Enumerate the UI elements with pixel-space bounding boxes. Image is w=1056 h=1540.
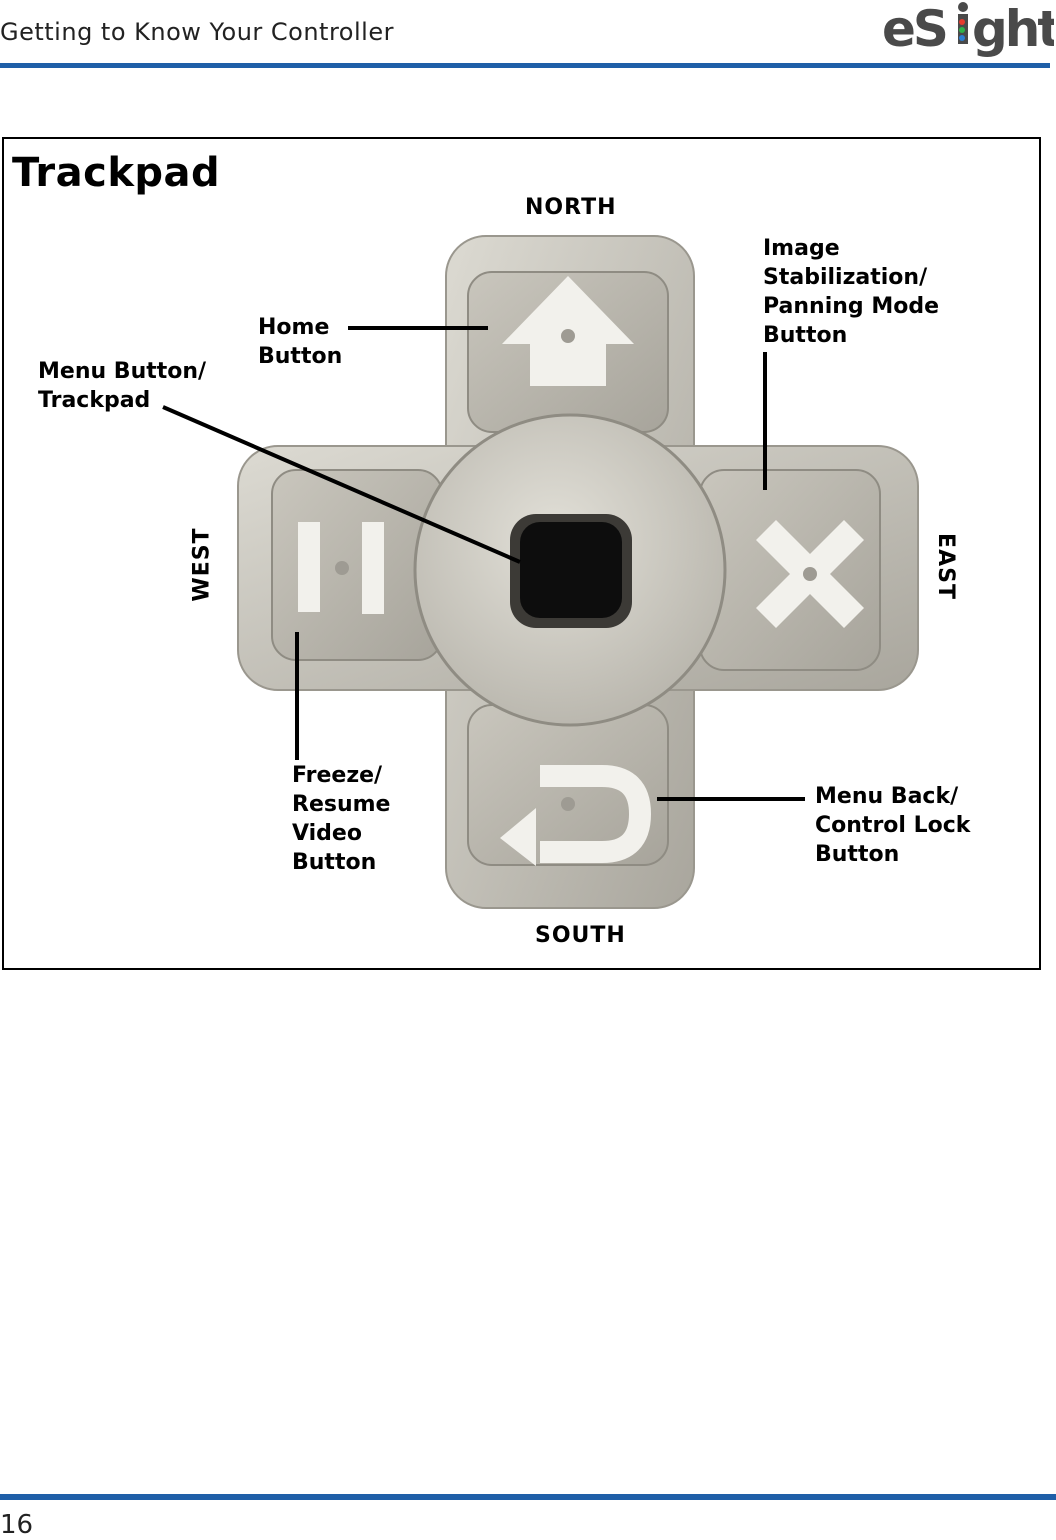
return-arrow-icon xyxy=(540,765,652,863)
stabilization-button-callout: Image Stabilization/ Panning Mode Button xyxy=(763,236,939,348)
running-header: Getting to Know Your Controller xyxy=(0,18,394,46)
svg-text:eS: eS xyxy=(882,0,946,58)
north-label: NORTH xyxy=(525,195,617,220)
return-arrowhead xyxy=(500,808,536,866)
pause-icon xyxy=(298,522,384,614)
home-arrow-icon xyxy=(502,276,634,386)
esight-logo: eS ght xyxy=(882,0,1054,58)
footer-rule xyxy=(0,1494,1056,1500)
south-label: SOUTH xyxy=(535,923,626,948)
svg-text:ght: ght xyxy=(972,0,1054,58)
figure-title: Trackpad xyxy=(12,150,221,196)
menu-back-callout: Menu Back/ Control Lock Button xyxy=(815,784,971,867)
freeze-button-callout: Freeze/ Resume Video Button xyxy=(292,763,391,875)
east-label: EAST xyxy=(932,533,958,600)
west-label: WEST xyxy=(189,527,215,602)
figure-frame xyxy=(2,137,1041,970)
callout-lines xyxy=(162,326,805,801)
page-number: 16 xyxy=(0,1510,34,1540)
header-rule xyxy=(0,63,1050,68)
x-icon xyxy=(756,520,864,628)
menu-button-callout: Menu Button/ Trackpad xyxy=(38,359,207,413)
menu-leader xyxy=(162,405,521,564)
home-button-callout: Home Button xyxy=(258,315,343,369)
